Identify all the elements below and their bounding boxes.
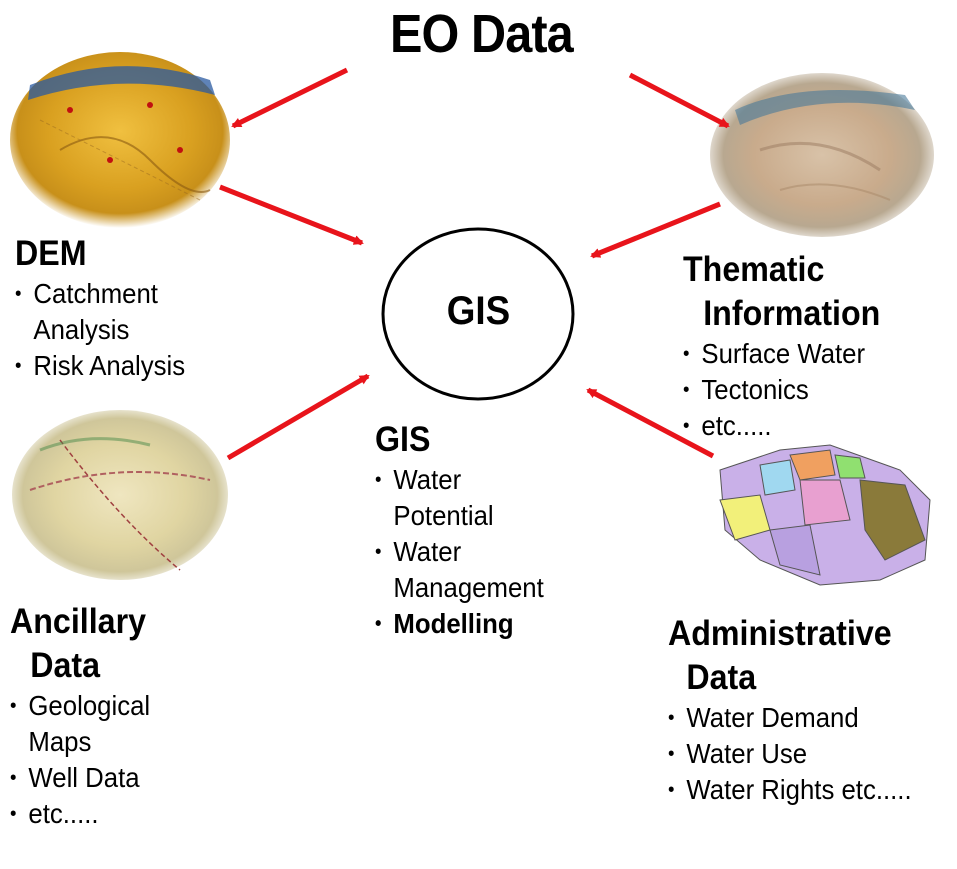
gis-item: Water Potential xyxy=(375,462,559,534)
thematic-block: Thematic Information Surface Water Tecto… xyxy=(683,248,953,444)
ancillary-heading-line1: Ancillary xyxy=(10,602,147,641)
administrative-item: Water Demand xyxy=(668,700,944,736)
gis-heading: GIS xyxy=(375,420,431,459)
dem-relief-map-image xyxy=(10,52,230,228)
gis-center-label: GIS xyxy=(446,289,511,333)
thematic-list: Surface Water Tectonics etc..... xyxy=(683,336,931,444)
ancillary-item: Geological Maps xyxy=(10,688,176,760)
administrative-list: Water Demand Water Use Water Rights etc.… xyxy=(668,700,944,808)
arrow-dem-to-gis xyxy=(219,184,364,246)
arrow-eo-to-thematic xyxy=(628,72,730,129)
thematic-item: Surface Water xyxy=(683,336,931,372)
thematic-item: Tectonics xyxy=(683,372,931,408)
arrow-eo-to-dem xyxy=(231,67,349,129)
administrative-item: Water Rights etc..... xyxy=(668,772,944,808)
thematic-item: etc..... xyxy=(683,408,931,444)
diagram-title: EO Data xyxy=(390,4,574,64)
thematic-heading-line2: Information xyxy=(703,294,881,333)
arrow-administrative-to-gis xyxy=(586,387,715,459)
satellite-image xyxy=(710,73,934,237)
gis-list: Water Potential Water Management Modelli… xyxy=(375,462,559,642)
administrative-heading-line2: Data xyxy=(686,658,757,697)
dem-item: Risk Analysis xyxy=(15,348,190,384)
dem-list: Catchment Analysis Risk Analysis xyxy=(15,276,190,384)
ancillary-heading-line2: Data xyxy=(30,646,101,685)
ancillary-topo-map-image xyxy=(12,410,228,580)
dem-item: Catchment Analysis xyxy=(15,276,190,348)
gis-item: Water Management xyxy=(375,534,559,606)
ancillary-item: etc..... xyxy=(10,796,176,832)
arrow-ancillary-to-gis xyxy=(226,373,370,461)
administrative-map-image xyxy=(719,444,931,586)
ancillary-list: Geological Maps Well Data etc..... xyxy=(10,688,176,832)
arrow-thematic-to-gis xyxy=(590,201,721,259)
ancillary-block: Ancillary Data Geological Maps Well Data… xyxy=(10,600,190,832)
gis-center-ellipse xyxy=(381,227,575,401)
gis-block: GIS Water Potential Water Management Mod… xyxy=(375,418,575,642)
gis-item: Modelling xyxy=(375,606,559,642)
dem-block: DEM Catchment Analysis Risk Analysis xyxy=(15,232,205,384)
dem-heading: DEM xyxy=(15,234,87,273)
administrative-block: Administrative Data Water Demand Water U… xyxy=(668,612,957,808)
ancillary-item: Well Data xyxy=(10,760,176,796)
administrative-heading-line1: Administrative xyxy=(668,614,892,653)
administrative-item: Water Use xyxy=(668,736,944,772)
thematic-heading-line1: Thematic xyxy=(683,250,825,289)
